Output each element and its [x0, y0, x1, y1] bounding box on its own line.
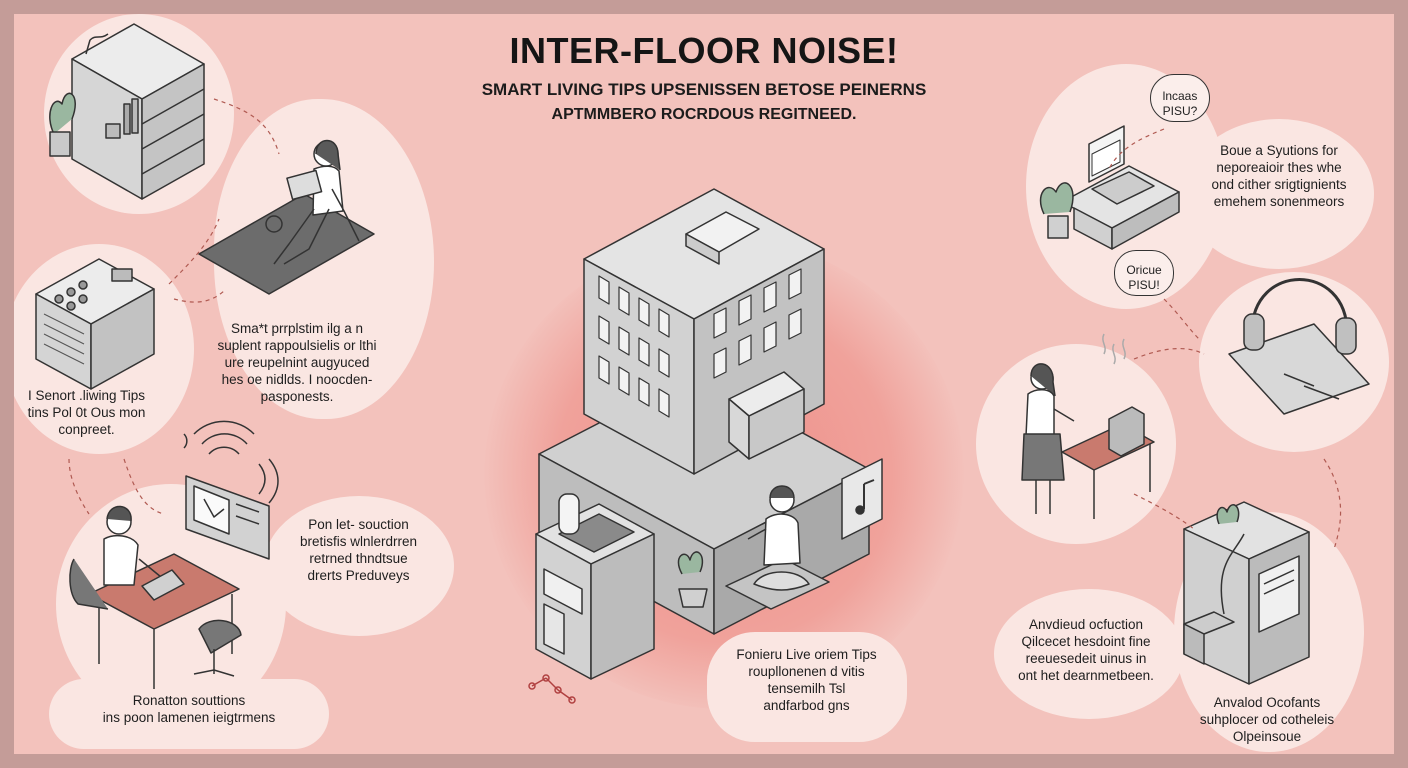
plant-icon	[49, 92, 76, 157]
illustrations	[35, 23, 1370, 704]
music-note-icon	[841, 458, 883, 540]
right-lower-caption-circle	[994, 589, 1184, 719]
woman-laptop-icon	[198, 139, 375, 295]
infographic-panel: INTER-FLOOR NOISE! SMART LIVING TIPS UPS…	[14, 14, 1394, 754]
meditating-person-icon	[725, 485, 830, 610]
plant-icon	[1039, 182, 1074, 215]
wifi-waves-icon	[183, 420, 279, 504]
center-caption-circle	[707, 632, 907, 742]
right-top-caption-circle	[1184, 119, 1374, 269]
subtitle-line2: APTMMBERO ROCRDOUS REGITNEED.	[551, 106, 857, 123]
speech-bubble-top: lncaas PISU?	[1150, 74, 1210, 122]
left-lower-caption-circle	[264, 496, 454, 636]
connectors	[68, 98, 1342, 550]
page-title: INTER-FLOOR NOISE!	[509, 30, 899, 71]
caption-right-lower: Anvdieud ocfuction Qilcecet hesdoint fin…	[1018, 617, 1154, 683]
caption-left-bottom: Ronatton souttions ins poon lamenen ieig…	[102, 693, 276, 725]
fridge-icon	[1183, 501, 1310, 685]
kitchen-unit-icon	[535, 493, 655, 680]
left-bottom-caption-circle	[49, 679, 329, 749]
man-desk-icon	[69, 505, 242, 689]
caption-right-bottom: Anvalod Ocofants suhplocer od cotheleis …	[1199, 695, 1335, 744]
speech-bubble-middle: Oricue PISU!	[1114, 250, 1174, 296]
plant-icon	[677, 551, 708, 608]
caption-left-outer: I Senort .liwing Tips tins Pol 0t Ous mo…	[27, 388, 146, 437]
subtitle-line1: SMART LIVING TIPS UPSENISSEN BETOSE PEIN…	[481, 80, 927, 99]
noise-box-icon	[35, 258, 155, 390]
caption-right-top: Boue a Syutions for neporeaioir thes whe…	[1211, 143, 1347, 209]
caption-center-bottom: Fonieru Live oriem Tips roupllonenen d v…	[736, 647, 877, 713]
molecule-icon	[528, 674, 576, 704]
computer-desk-icon	[1047, 125, 1180, 250]
headphones-icon	[1228, 278, 1370, 415]
caption-left-middle: Sma*t prrplstim ilg a n suplent rappouls…	[217, 321, 377, 404]
bookshelf-icon	[71, 23, 205, 200]
woman-table-icon	[1021, 333, 1155, 519]
tablet-icon	[185, 475, 270, 560]
caption-left-lower: Pon let- souction bretisfis wlnlerdrren …	[299, 517, 418, 583]
